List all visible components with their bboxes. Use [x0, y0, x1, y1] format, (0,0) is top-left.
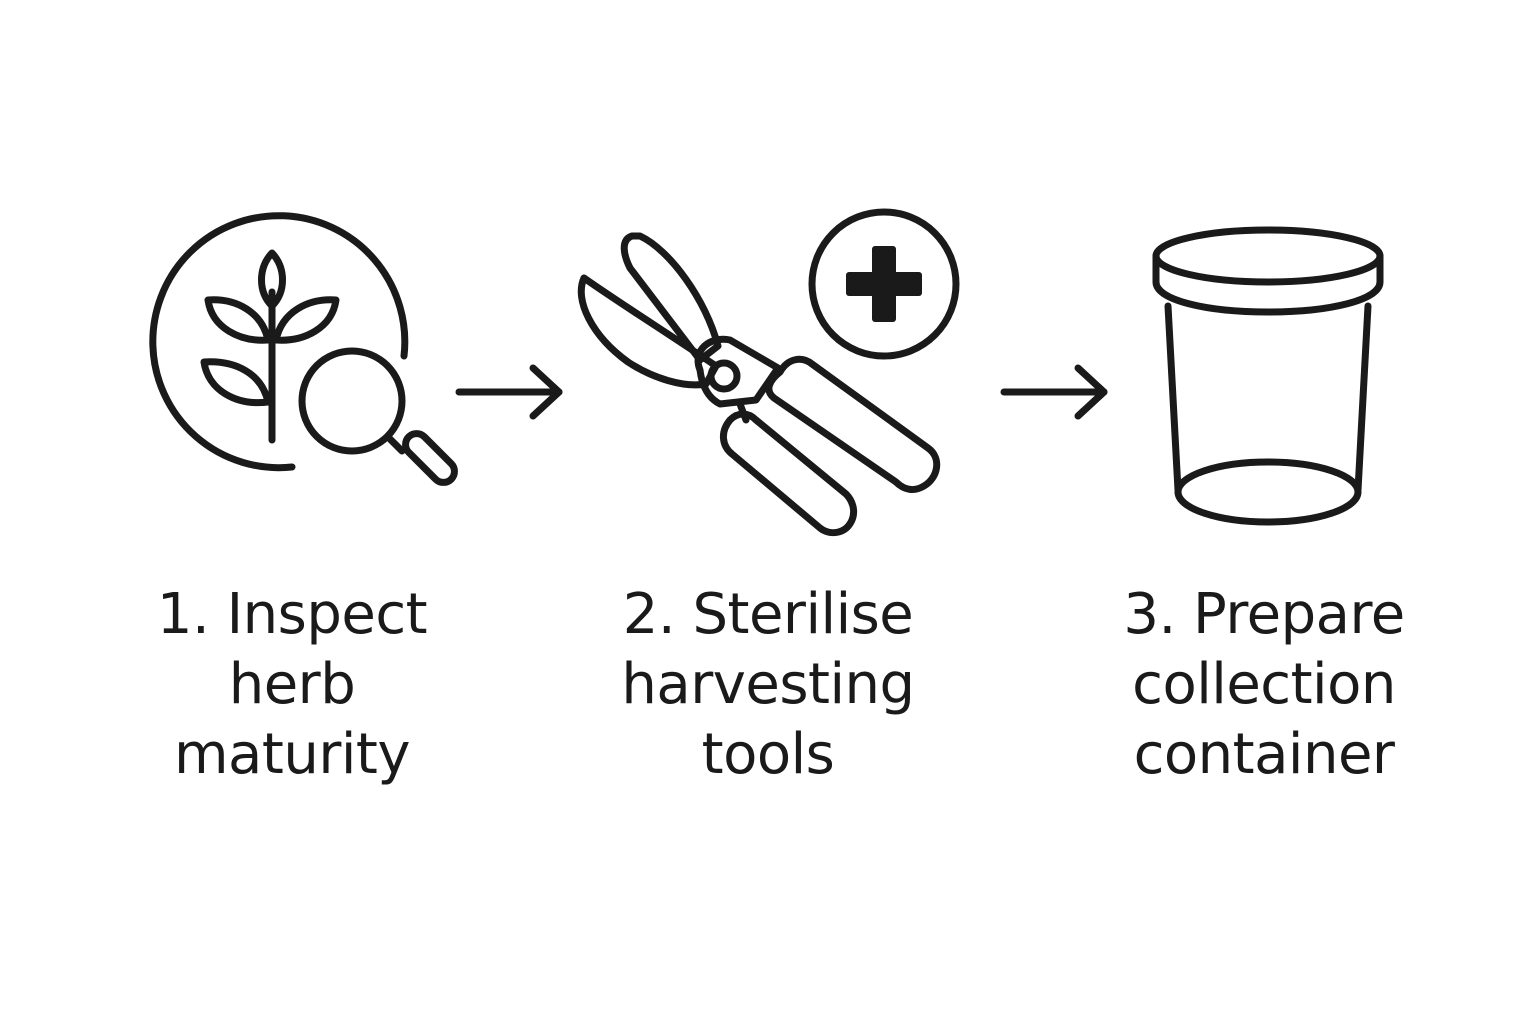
arrow-right-icon [1000, 362, 1112, 422]
step-2-line-1: 2. Sterilise [622, 582, 914, 647]
pruning-shears-plus-icon [570, 208, 960, 540]
step-3-label: 3. Prepare collection container [1044, 580, 1484, 790]
step-3-line-2: collection [1132, 652, 1396, 717]
step-2-line-3: tools [701, 722, 835, 787]
plus-icon [846, 246, 922, 322]
herb-magnifier-icon [140, 212, 470, 526]
step-1-line-3: maturity [174, 722, 411, 787]
step-1-line-2: herb [228, 652, 356, 717]
step-3-line-1: 3. Prepare [1123, 582, 1405, 647]
arrow-right-icon [455, 362, 567, 422]
step-3-line-3: container [1133, 722, 1395, 787]
collection-container-icon [1150, 225, 1390, 530]
step-1-line-1: 1. Inspect [156, 582, 428, 647]
step-2-label: 2. Sterilise harvesting tools [548, 580, 988, 790]
step-2-line-2: harvesting [621, 652, 915, 717]
step-1-label: 1. Inspect herb maturity [72, 580, 512, 790]
